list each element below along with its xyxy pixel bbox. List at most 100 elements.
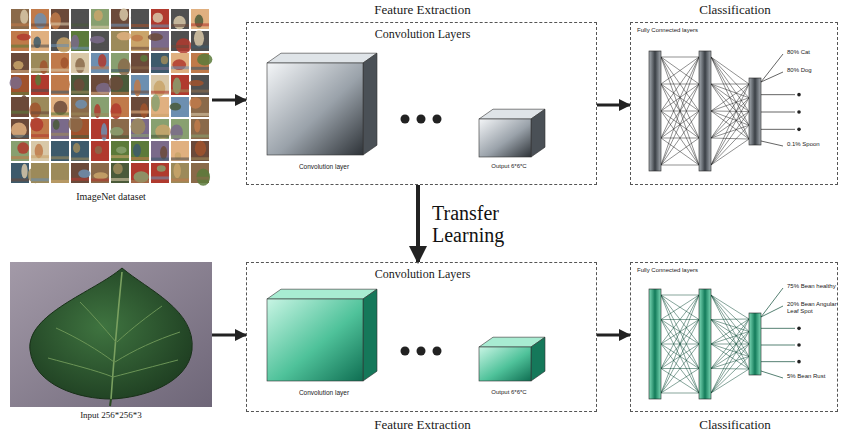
- leaf-vein: [56, 328, 114, 362]
- photo-detail: [51, 156, 69, 159]
- photo-tile: [31, 31, 49, 51]
- neuron-link: [711, 319, 749, 369]
- photo-detail: [171, 66, 189, 69]
- photo-tile: [171, 9, 189, 29]
- photo-detail: [140, 55, 147, 62]
- flow-arrow: [212, 334, 246, 337]
- neuron-link: [661, 320, 699, 394]
- photo-tile: [11, 163, 29, 183]
- photo-detail: [11, 23, 29, 26]
- neuron-link: [661, 295, 699, 369]
- layer-label: Convolution layer: [269, 163, 379, 170]
- photo-detail: [171, 178, 189, 181]
- photo-detail: [58, 164, 64, 180]
- photo-detail: [98, 54, 106, 68]
- photo-tile: [151, 9, 169, 29]
- photo-detail: [151, 24, 169, 27]
- photo-tile: [171, 75, 189, 95]
- dense-layer-bar: [649, 289, 661, 399]
- dense-layer-bar: [699, 51, 711, 171]
- feature-extraction-box: Feature ExtractionConvolution LayersConv…: [246, 22, 597, 185]
- photo-detail: [61, 57, 69, 68]
- neuron-link: [711, 369, 749, 393]
- class-score: 20% Bean Angular Leaf Spot: [787, 301, 837, 315]
- photo-tile: [31, 9, 49, 29]
- photo-tile: [71, 141, 89, 161]
- neuron-link: [661, 138, 699, 165]
- photo-detail: [161, 56, 168, 64]
- neuron-link: [661, 295, 699, 369]
- photo-detail: [71, 135, 89, 138]
- photo-detail: [91, 26, 109, 29]
- photo-detail: [31, 178, 49, 181]
- photo-detail: [95, 146, 102, 154]
- output-link: [761, 328, 795, 329]
- photo-detail: [191, 113, 209, 116]
- neuron-link: [661, 393, 699, 394]
- photo-tile: [171, 53, 189, 73]
- photo-detail: [171, 135, 189, 138]
- photo-detail: [53, 120, 60, 130]
- photo-detail: [91, 44, 109, 47]
- ellipsis-dot: [401, 347, 410, 356]
- output-link: [761, 371, 783, 378]
- neuron-link: [711, 332, 749, 394]
- photo-detail: [171, 157, 189, 160]
- photo-detail: [108, 76, 123, 91]
- neuron-link: [661, 295, 699, 344]
- photo-detail: [31, 23, 49, 26]
- flow-arrow: [597, 104, 630, 107]
- leaf-vein: [80, 302, 116, 342]
- photo-detail: [51, 91, 69, 94]
- layer-block-front: [267, 63, 363, 155]
- class-score: 0.1% Spoon: [787, 141, 837, 148]
- dense-layer-bar: [749, 78, 761, 145]
- neuron-link: [661, 57, 699, 111]
- neuron-link: [661, 57, 699, 138]
- photo-tile: [11, 53, 29, 73]
- neuron-link: [661, 57, 699, 111]
- neuron-link: [711, 84, 749, 165]
- neuron-link: [661, 165, 699, 166]
- photo-detail: [93, 172, 107, 179]
- output-link: [761, 361, 795, 362]
- neuron-link: [661, 295, 699, 320]
- photo-detail: [31, 89, 49, 92]
- photo-detail: [174, 163, 181, 178]
- photo-detail: [91, 92, 109, 95]
- photo-detail: [151, 176, 169, 179]
- photo-detail: [55, 76, 70, 94]
- photo-detail: [35, 75, 41, 86]
- photo-tile: [191, 31, 209, 51]
- photo-tile: [91, 163, 109, 183]
- neuron-link: [711, 319, 749, 321]
- section-heading: Feature Extraction: [247, 3, 598, 18]
- photo-detail: [111, 69, 129, 72]
- photo-tile: [71, 97, 89, 117]
- photo-detail: [31, 111, 49, 114]
- photo-detail: [51, 44, 69, 47]
- output-link: [761, 94, 795, 95]
- neuron-link: [661, 320, 699, 394]
- layer-block-front: [479, 347, 531, 381]
- photo-detail: [71, 178, 89, 181]
- dataset-image: ImageNet dataset: [10, 8, 212, 220]
- photo-tile: [51, 163, 69, 183]
- photo-tile: [171, 163, 189, 183]
- photo-detail: [71, 47, 89, 50]
- photo-tile: [151, 53, 169, 73]
- photo-tile: [51, 119, 69, 139]
- ellipsis-dot: [797, 343, 801, 347]
- photo-detail: [17, 142, 29, 154]
- photo-detail: [151, 114, 169, 117]
- neuron-link: [711, 98, 749, 138]
- neuron-link: [661, 84, 699, 165]
- neuron-link: [661, 111, 699, 165]
- photo-detail: [197, 53, 212, 65]
- photo-detail: [11, 45, 29, 48]
- photo-detail: [20, 10, 28, 25]
- photo-tile: [191, 119, 209, 139]
- feature-extraction-box: Convolution LayersConvolution layerOutpu…: [246, 262, 597, 412]
- dense-layer-bar: [749, 313, 761, 375]
- photo-detail: [133, 144, 141, 157]
